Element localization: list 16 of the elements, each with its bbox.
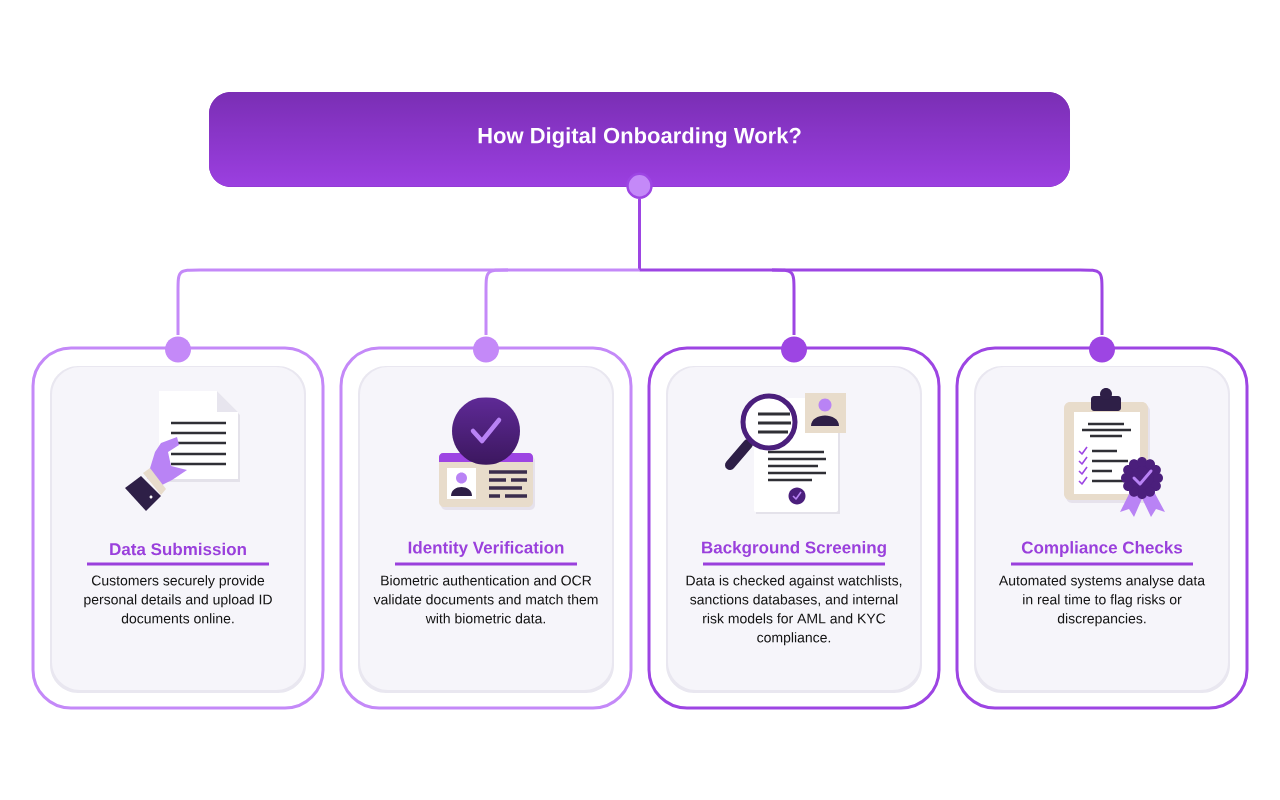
card-heading: Compliance Checks (1021, 541, 1183, 557)
connector-line (1080, 268, 1115, 363)
connector-line (473, 268, 508, 363)
card-description: Data is checked against watchlists, sanctions databases, and internal risk models for AML and KYC compliance. (686, 575, 902, 646)
card-description: Biometric authentication and OCR validate documents and match them with biometric data. (373, 575, 598, 624)
card-heading: Data Submission (110, 542, 246, 556)
connector-line (639, 268, 772, 272)
connector-line (626, 172, 653, 270)
connector-line (508, 268, 640, 272)
card-description: Customers securely provide personal details and upload ID documents online. (84, 575, 272, 624)
card-heading: Identity Verification (408, 541, 564, 557)
connector-line (165, 268, 200, 363)
card-description: Automated systems analyse data in real time to flag risks or discrepancies. (998, 575, 1206, 627)
title: How Digital Onboarding Work? (478, 127, 801, 148)
connector-line (772, 268, 807, 363)
card-heading: Background Screening (702, 541, 886, 557)
